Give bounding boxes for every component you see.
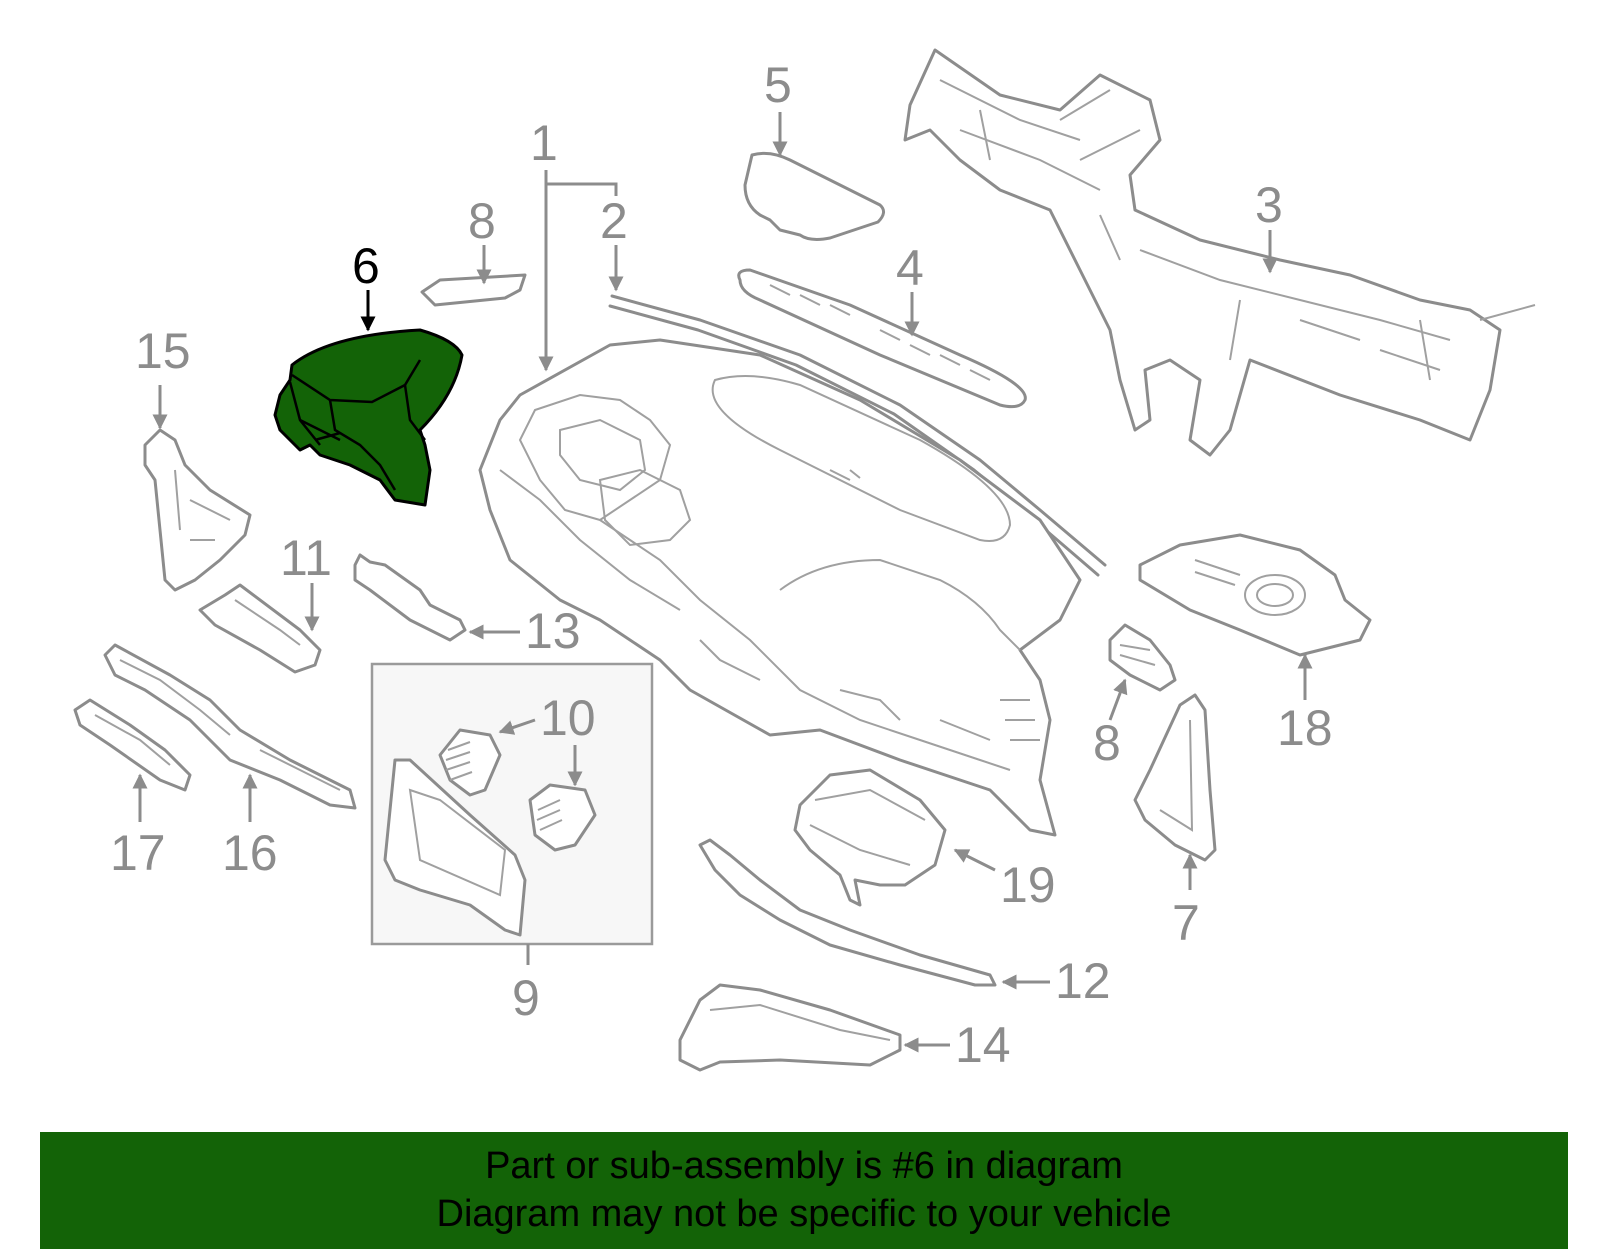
part-17-trim: [73, 698, 192, 792]
callout-8-lower: 8: [1093, 715, 1121, 771]
banner-line-2: Diagram may not be specific to your vehi…: [436, 1193, 1172, 1235]
callout-13: 13: [525, 603, 581, 659]
callout-12: 12: [1055, 953, 1111, 1009]
part-18-bracket: [1138, 533, 1372, 657]
callout-19: 19: [1000, 857, 1056, 913]
callout-9: 9: [512, 970, 540, 1026]
part-19-airbag: [793, 768, 947, 907]
callout-1: 1: [530, 115, 558, 171]
callout-6: 6: [352, 238, 380, 294]
callout-16: 16: [222, 825, 278, 881]
part-13-strip: [353, 553, 467, 642]
info-banner: Part or sub-assembly is #6 in diagram Di…: [40, 1132, 1568, 1249]
callout-8-upper: 8: [468, 193, 496, 249]
part-8-lower-vent-trim: [1108, 623, 1177, 692]
callout-4: 4: [896, 240, 924, 296]
part-8-upper-trim: [420, 273, 527, 307]
callout-18: 18: [1277, 700, 1333, 756]
callout-5: 5: [764, 57, 792, 113]
callout-3: 3: [1255, 177, 1283, 233]
callout-15: 15: [135, 323, 191, 379]
part-3-crossmember: [903, 48, 1536, 457]
part-15-bracket: [143, 428, 252, 592]
part-12-strip: [698, 838, 997, 987]
callout-14: 14: [955, 1017, 1011, 1073]
part-6-cluster-hood: [273, 328, 464, 507]
callout-11: 11: [280, 530, 332, 586]
callout-7: 7: [1172, 895, 1200, 951]
part-1-instrument-panel: [478, 338, 1082, 837]
banner-line-1: Part or sub-assembly is #6 in diagram: [485, 1145, 1123, 1187]
callout-2: 2: [600, 193, 628, 249]
part-4-defroster-strip: [737, 268, 1027, 409]
callout-numbers: 1 2 3 4 5 6 7 8 8 9 10 11 12 13 14 15 16…: [110, 57, 1333, 1073]
part-14-lower-trim: [678, 983, 902, 1072]
part-5-cover: [743, 151, 885, 241]
part-7-side-trim: [1133, 693, 1217, 862]
part-16-lower-panel: [103, 643, 357, 810]
leader-lines: [132, 112, 1313, 1053]
part-6-shape: [273, 328, 464, 507]
callout-17: 17: [110, 825, 166, 881]
part-9-box: [370, 662, 654, 946]
part-11-panel: [198, 583, 322, 674]
callout-10: 10: [540, 690, 596, 746]
